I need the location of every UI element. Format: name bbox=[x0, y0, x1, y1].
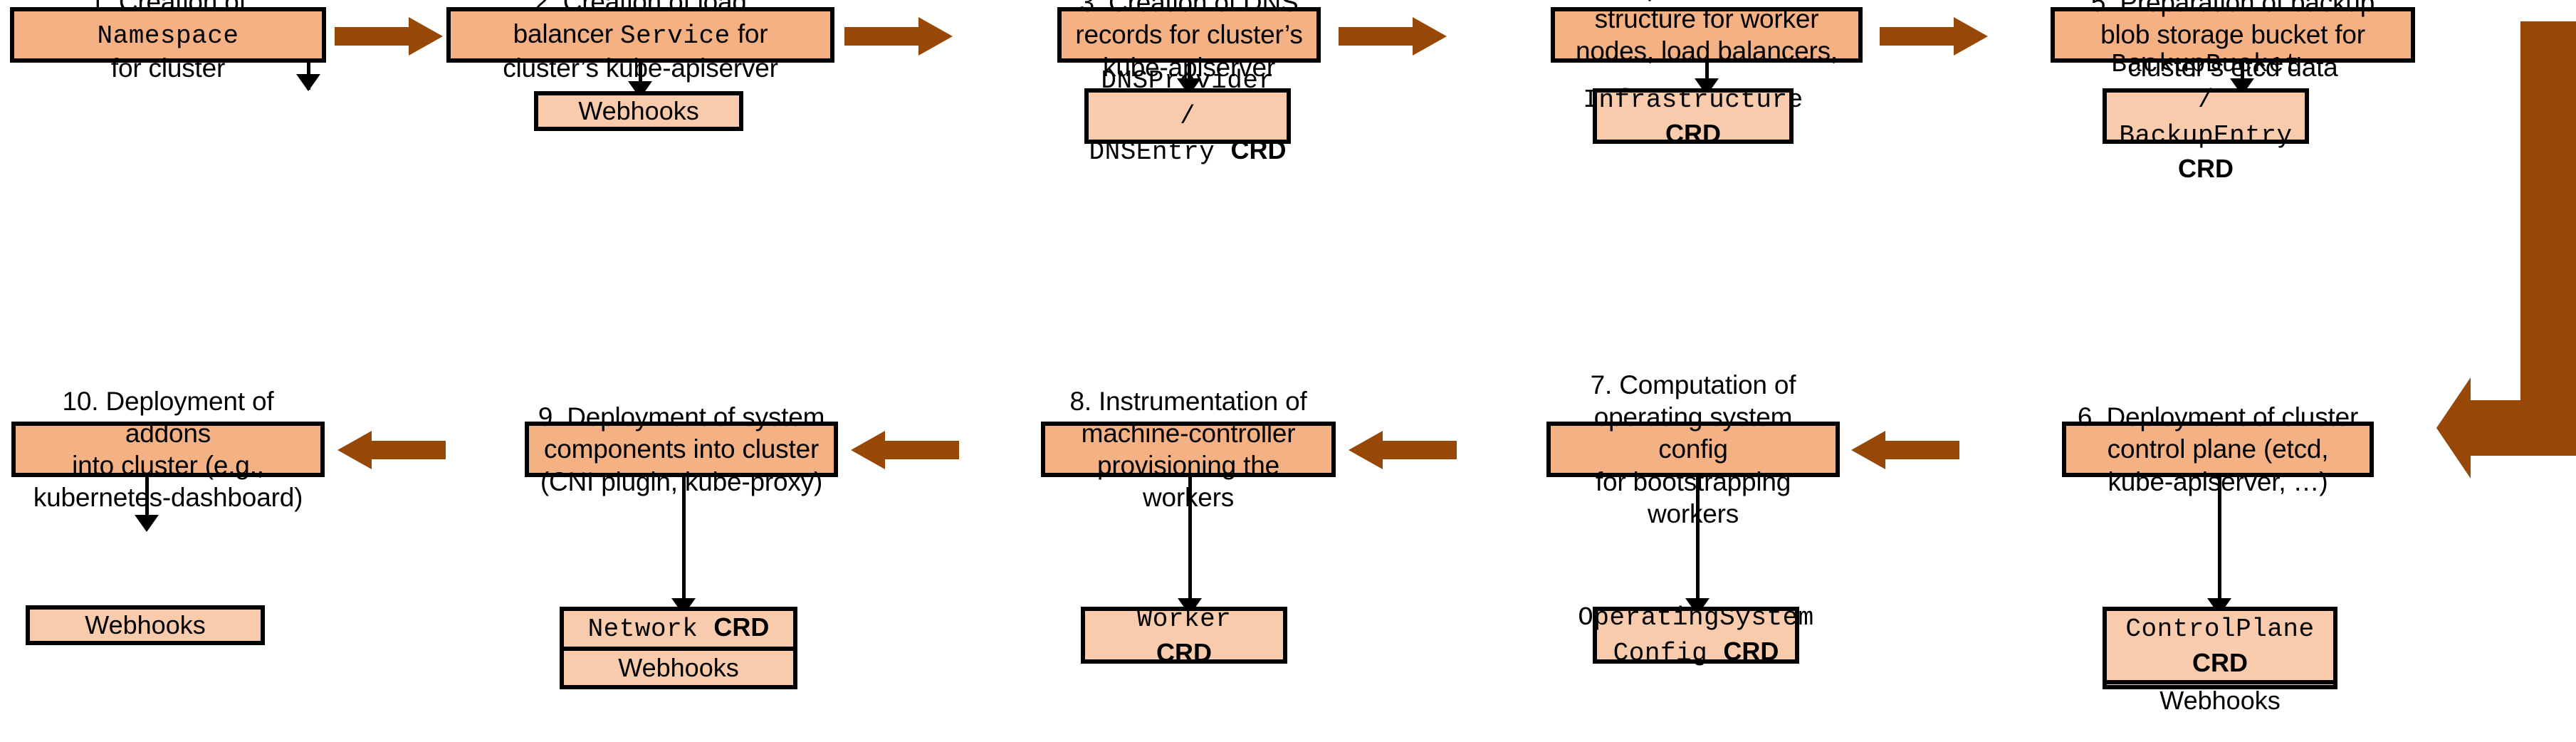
step-4-text: 4. Preparation of infra- structure for w… bbox=[1576, 0, 1838, 98]
step-1-text: 1. Creation of Namespace for cluster bbox=[90, 0, 246, 83]
artifact-infrastructure-crd-label: Infrastructure CRD bbox=[1583, 85, 1803, 148]
step-9-text: 9. Deployment of system components into … bbox=[538, 402, 825, 496]
arrow-3-to-4 bbox=[1339, 17, 1447, 56]
connector-7-line bbox=[1696, 477, 1700, 607]
connector-10-head bbox=[135, 515, 159, 532]
artifact-controlplane-crd-cell[interactable]: ControlPlane CRD bbox=[2107, 611, 2333, 680]
step-5-text: 5. Preparation of backup blob storage bu… bbox=[2090, 0, 2375, 82]
step-1-box[interactable]: 1. Creation of Namespace for cluster bbox=[10, 0, 326, 83]
step-8-text: 8. Instrumentation of machine-controller… bbox=[1069, 386, 1307, 512]
connector-8-line bbox=[1188, 477, 1192, 607]
step-6-box[interactable]: 6. Deployment of cluster control plane (… bbox=[2062, 402, 2374, 496]
arrow-9-to-10 bbox=[337, 431, 446, 469]
step-7-text: 7. Computation of operating system confi… bbox=[1590, 370, 1796, 528]
artifact-webhooks-10-box[interactable]: Webhooks bbox=[26, 605, 265, 645]
step-2-box[interactable]: 2. Creation of load balancer Service for… bbox=[446, 0, 834, 83]
step-4-box[interactable]: 4. Preparation of infra- structure for w… bbox=[1551, 0, 1863, 98]
artifact-controlplane-webhooks-label: Webhooks bbox=[2159, 685, 2281, 715]
connector-6-line bbox=[2218, 477, 2221, 605]
artifact-network-webhooks-label: Webhooks bbox=[618, 652, 739, 682]
step-5-box[interactable]: 5. Preparation of backup blob storage bu… bbox=[2051, 0, 2415, 82]
artifact-webhooks-2-label: Webhooks bbox=[578, 95, 699, 125]
artifact-network-stack[interactable]: Network CRD Webhooks bbox=[560, 607, 797, 689]
arrow-4-to-5 bbox=[1880, 17, 1988, 56]
connector-4-line bbox=[1705, 63, 1709, 83]
connector-5-line bbox=[2241, 63, 2244, 83]
arrow-8-to-9 bbox=[851, 431, 959, 469]
artifact-osc-crd[interactable]: OperatingSystem Config CRD bbox=[1578, 603, 1813, 668]
artifact-backup-crd[interactable]: BackupBucket / BackupEntry CRD bbox=[2103, 50, 2309, 183]
artifact-dns-crd[interactable]: DNSProvider / DNSEntry CRD bbox=[1084, 66, 1291, 167]
arrow-5-to-6 bbox=[2436, 21, 2576, 498]
artifact-infrastructure-crd[interactable]: Infrastructure CRD bbox=[1583, 85, 1803, 148]
step-10-box[interactable]: 10. Deployment of addons into cluster (e… bbox=[11, 387, 325, 512]
arrow-7-to-8 bbox=[1349, 431, 1457, 469]
connector-9-line bbox=[682, 477, 686, 605]
artifact-controlplane-crd-label: ControlPlane CRD bbox=[2125, 615, 2315, 677]
step-7-box[interactable]: 7. Computation of operating system confi… bbox=[1546, 370, 1840, 528]
artifact-osc-crd-label: OperatingSystem Config CRD bbox=[1578, 603, 1814, 668]
artifact-controlplane-stack[interactable]: ControlPlane CRD Webhooks bbox=[2103, 607, 2337, 715]
connector-2 bbox=[639, 63, 642, 85]
step-10-text: 10. Deployment of addons into cluster (e… bbox=[33, 386, 303, 513]
artifact-backup-crd-label: BackupBucket / BackupEntry CRD bbox=[2111, 49, 2300, 184]
connector-3-line bbox=[1188, 63, 1191, 83]
step-3-box[interactable]: 3. Creation of DNS records for cluster’s… bbox=[1057, 0, 1321, 82]
arrow-1-to-2 bbox=[335, 17, 443, 56]
artifact-webhooks-2-real[interactable]: Webhooks bbox=[534, 91, 743, 131]
artifact-network-crd-cell[interactable]: Network CRD bbox=[564, 611, 793, 647]
connector-step-2-head bbox=[296, 74, 320, 91]
artifact-controlplane-webhooks-cell[interactable]: Webhooks bbox=[2107, 679, 2333, 718]
artifact-network-webhooks-cell[interactable]: Webhooks bbox=[564, 646, 793, 685]
artifact-network-crd-label: Network CRD bbox=[587, 612, 770, 644]
artifact-worker-crd[interactable]: Worker CRD bbox=[1081, 605, 1287, 667]
step-6-text: 6. Deployment of cluster control plane (… bbox=[2077, 402, 2359, 496]
arrow-6-to-7 bbox=[1851, 431, 1959, 469]
arrow-2-to-3 bbox=[844, 17, 953, 56]
artifact-dns-crd-label: DNSProvider / DNSEntry CRD bbox=[1089, 66, 1287, 167]
artifact-worker-crd-label: Worker CRD bbox=[1136, 604, 1232, 667]
connector-10-line bbox=[145, 477, 149, 518]
artifact-webhooks-10-label: Webhooks bbox=[85, 610, 206, 639]
step-8-box[interactable]: 8. Instrumentation of machine-controller… bbox=[1041, 387, 1336, 512]
step-9-box[interactable]: 9. Deployment of system components into … bbox=[525, 402, 838, 496]
